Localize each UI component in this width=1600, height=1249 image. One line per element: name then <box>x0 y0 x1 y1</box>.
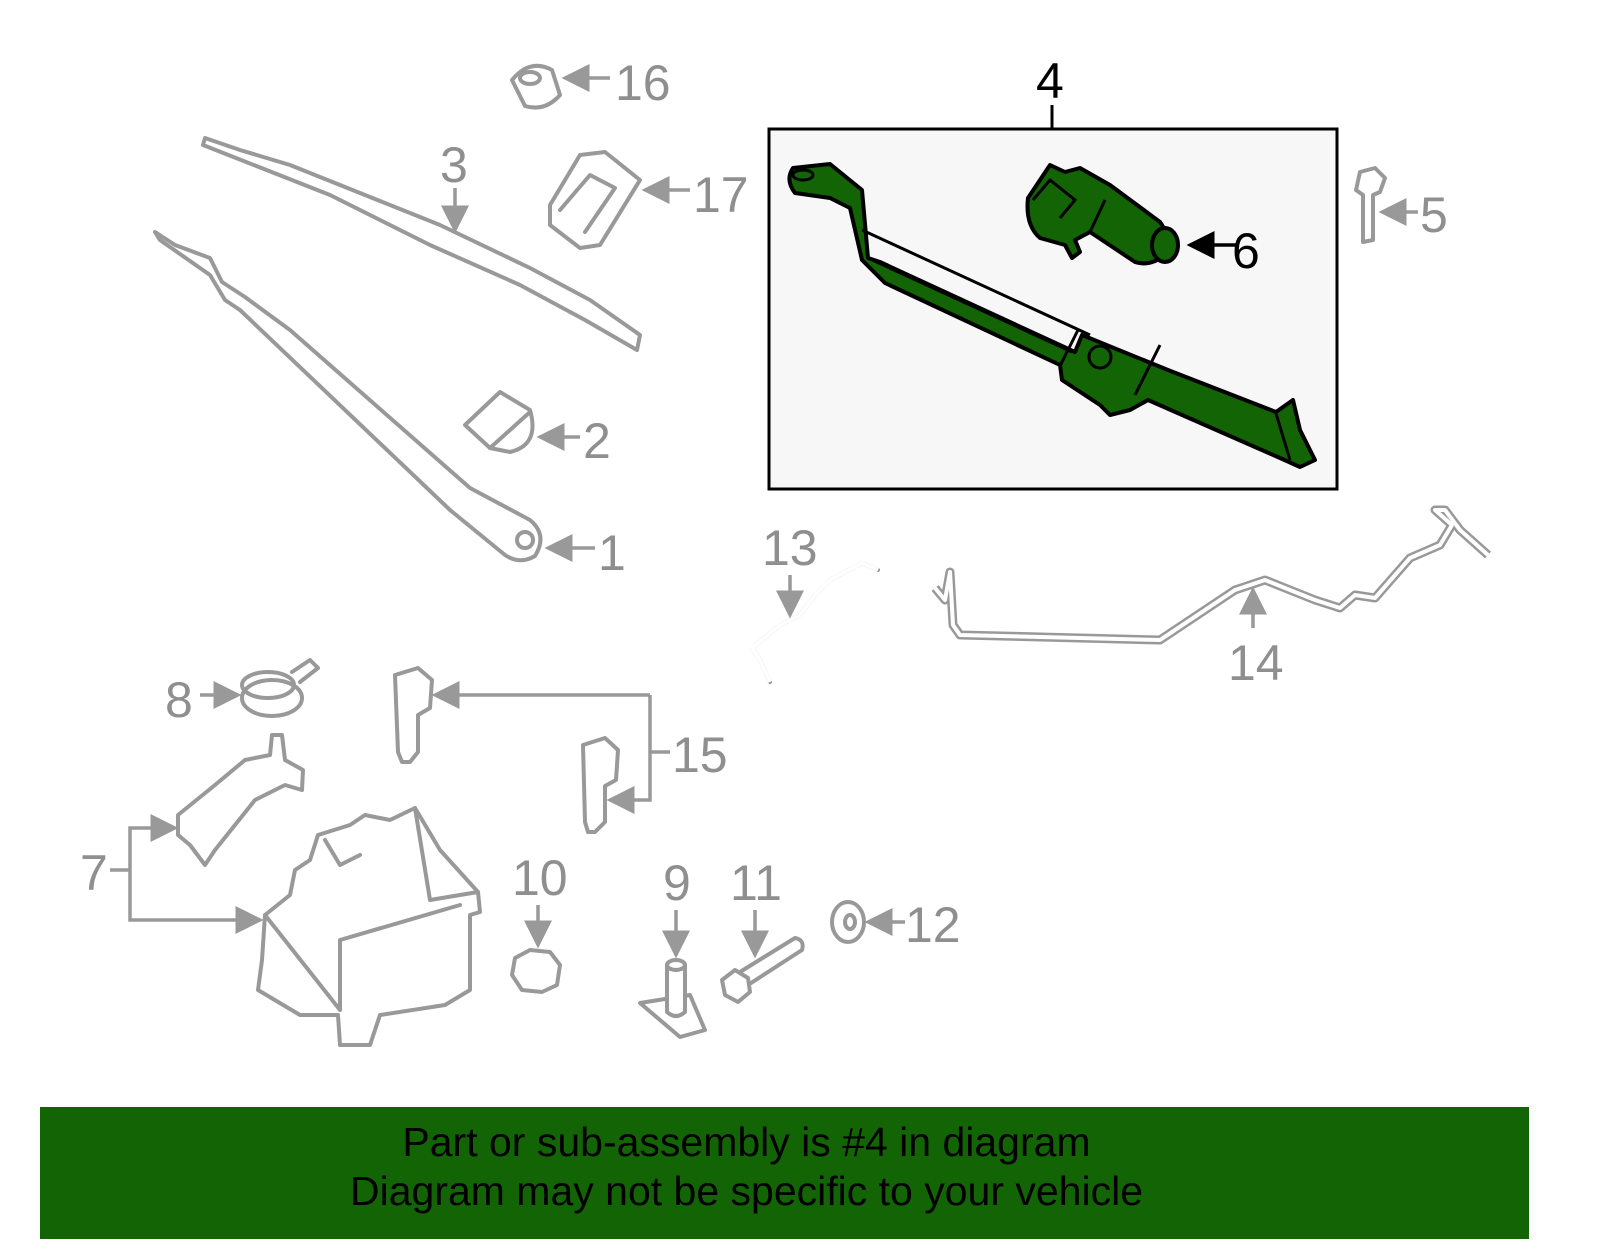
part-14-hose[interactable]: 14 <box>931 505 1491 691</box>
callout-17: 17 <box>693 167 749 223</box>
callout-5: 5 <box>1420 187 1448 243</box>
part-5-bolt[interactable]: 5 <box>1354 166 1448 244</box>
callout-8: 8 <box>165 672 193 728</box>
callout-4: 4 <box>1036 53 1064 109</box>
banner-line-1: Part or sub-assembly is #4 in diagram <box>402 1119 1091 1165</box>
callout-14: 14 <box>1228 635 1284 691</box>
part-10-grommet[interactable]: 10 <box>510 850 568 994</box>
callout-1: 1 <box>598 525 626 581</box>
part-9-pump-seal[interactable]: 9 <box>638 855 707 1039</box>
part-4-wiper-linkage-assembly[interactable]: 4 6 <box>767 53 1339 491</box>
part-1-wiper-arm[interactable]: 1 <box>153 230 626 581</box>
part-16-bumper[interactable]: 16 <box>510 55 671 111</box>
callout-13: 13 <box>762 520 818 576</box>
part-8-reservoir-cap[interactable]: 8 <box>165 658 320 728</box>
info-banner: Part or sub-assembly is #4 in diagram Di… <box>40 1107 1529 1239</box>
callout-16: 16 <box>615 55 671 111</box>
part-15-washer-nozzles[interactable]: 15 <box>393 666 728 834</box>
callout-9: 9 <box>663 855 691 911</box>
callout-10: 10 <box>512 850 568 906</box>
part-17-cover[interactable]: 17 <box>548 150 749 250</box>
part-11-bolt[interactable]: 11 <box>720 855 805 1004</box>
part-12-washer[interactable]: 12 <box>830 897 961 953</box>
part-7-washer-reservoir[interactable]: 7 <box>80 733 482 1047</box>
callout-11: 11 <box>730 855 782 911</box>
callout-15: 15 <box>672 727 728 783</box>
part-2-arm-cap[interactable]: 2 <box>463 390 611 469</box>
callout-2: 2 <box>583 413 611 469</box>
callout-12: 12 <box>905 897 961 953</box>
callout-3: 3 <box>440 137 468 193</box>
callout-7: 7 <box>80 845 108 901</box>
callout-6: 6 <box>1232 223 1260 279</box>
part-3-wiper-blade[interactable]: 3 <box>201 136 642 352</box>
part-13-hose[interactable]: 13 <box>749 520 880 684</box>
banner-line-2: Diagram may not be specific to your vehi… <box>349 1168 1143 1214</box>
